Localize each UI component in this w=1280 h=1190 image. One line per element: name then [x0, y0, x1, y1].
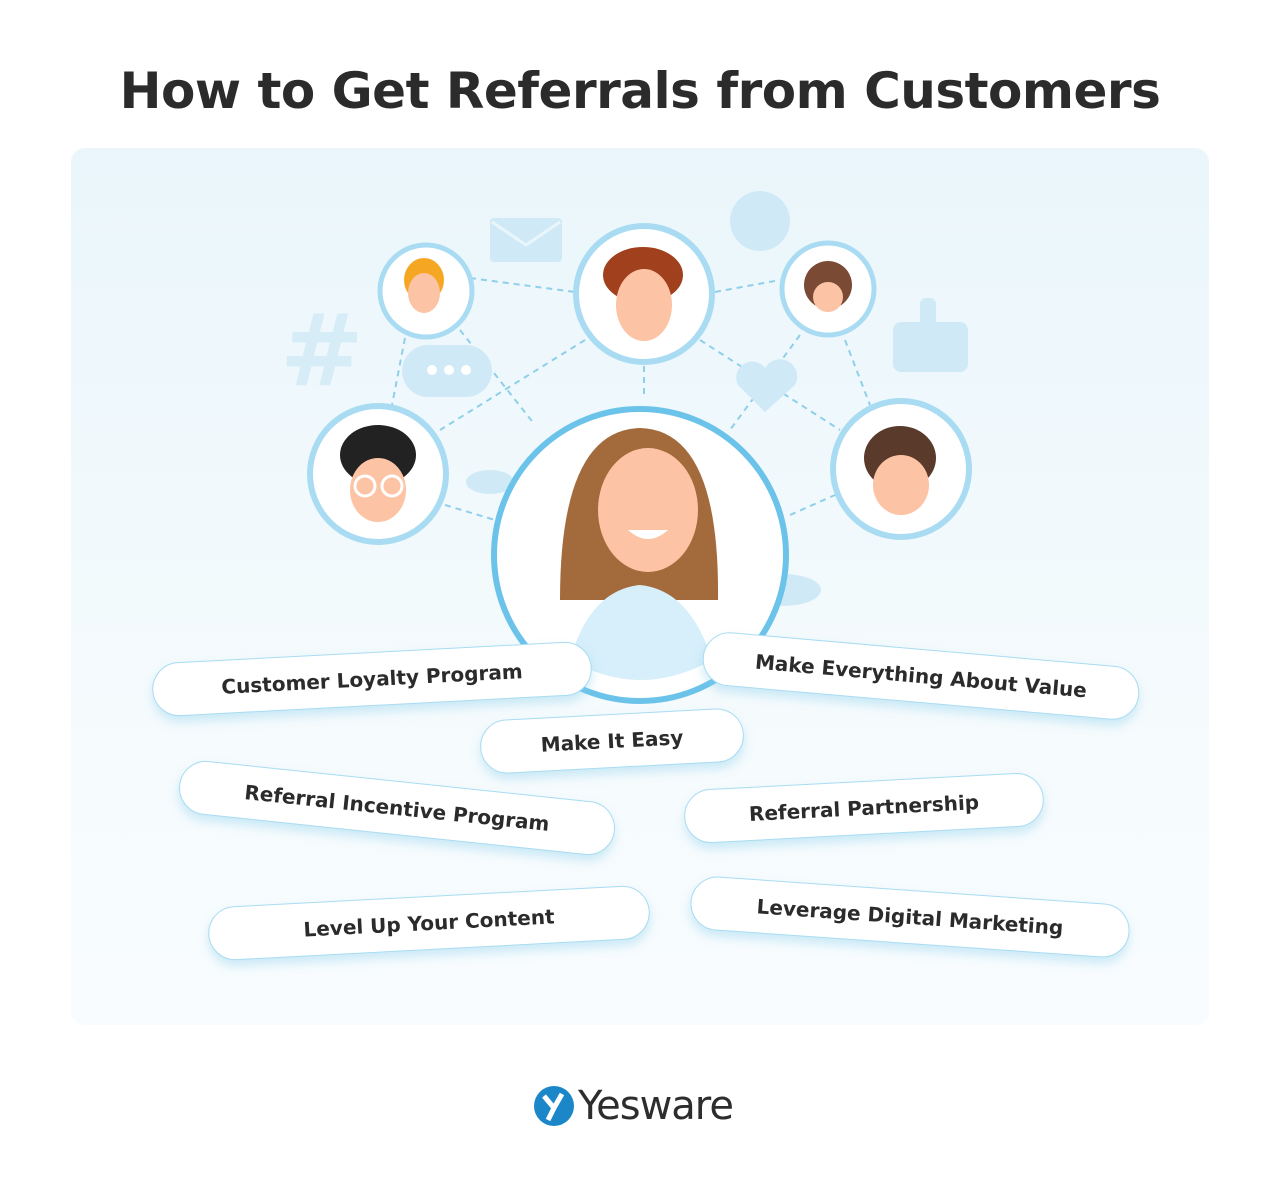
smiley-icon	[730, 191, 790, 251]
avatar-man-dark-hair	[830, 398, 972, 540]
heart-icon	[736, 359, 798, 412]
page-title: How to Get Referrals from Customers	[119, 62, 1161, 120]
avatar-small-woman-blonde	[377, 242, 475, 340]
logo-text: Yesware	[578, 1083, 734, 1129]
avatar-woman-brown	[779, 240, 877, 338]
decor-icons: #	[280, 191, 968, 606]
avatar-man-curly	[573, 223, 715, 365]
thumbs-up-icon	[893, 322, 968, 372]
avatar-man-glasses	[307, 403, 449, 545]
yesware-logo-icon	[534, 1086, 574, 1126]
cloud-icon	[466, 470, 514, 494]
avatar-main-woman	[491, 406, 789, 704]
avatars	[307, 223, 972, 704]
hashtag-icon: #	[280, 292, 364, 409]
yesware-logo: Yesware	[534, 1083, 734, 1129]
envelope-icon	[490, 218, 562, 262]
